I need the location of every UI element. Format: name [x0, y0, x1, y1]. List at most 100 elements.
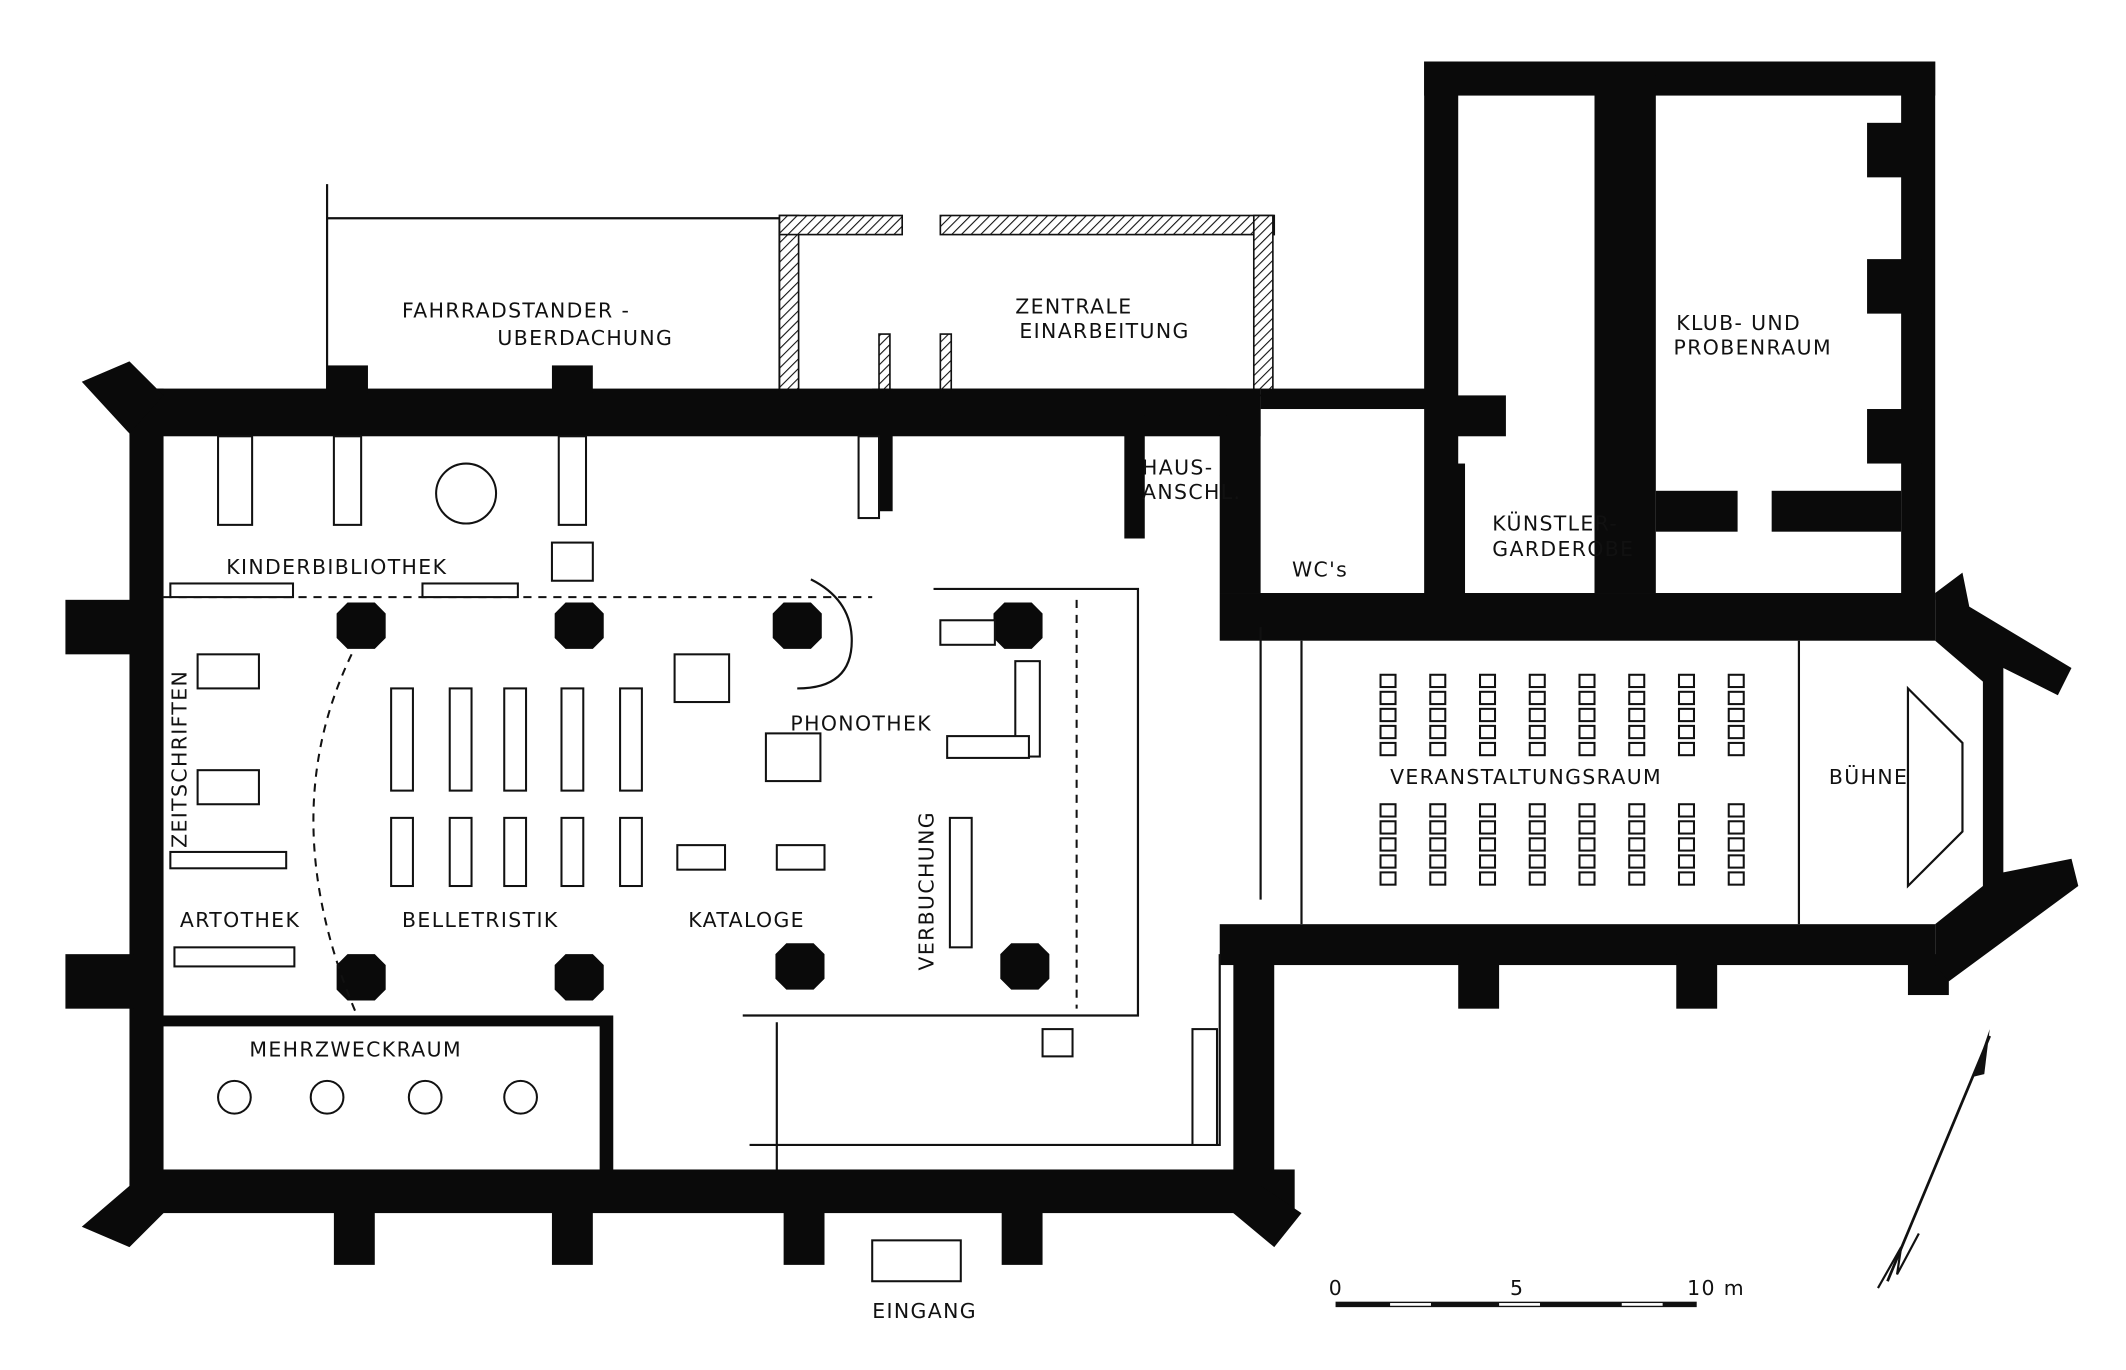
seat [1727, 690, 1745, 706]
seat [1628, 837, 1646, 852]
seat [1528, 707, 1546, 723]
seat [1429, 673, 1447, 689]
seat [1578, 803, 1596, 818]
seat [1429, 707, 1447, 723]
seat [1379, 724, 1397, 740]
seat [1429, 871, 1447, 886]
scale-label-10: 10 m [1687, 1276, 1745, 1300]
seat [1578, 690, 1596, 706]
scale-label-5: 5 [1510, 1276, 1524, 1300]
seat [1628, 673, 1646, 689]
seat [1379, 803, 1397, 818]
label-kuenstler-1: KÜNSTLER- [1492, 510, 1618, 535]
seat [1429, 690, 1447, 706]
seat [1677, 820, 1696, 835]
seat [1479, 803, 1497, 818]
seat [1727, 707, 1745, 723]
seat [1677, 871, 1696, 886]
seat [1379, 707, 1397, 723]
seat [1727, 741, 1745, 757]
label-zeitschriften: ZEITSCHRIFTEN [168, 670, 192, 848]
label-klub-1: KLUB- UND [1676, 311, 1801, 335]
seat [1379, 673, 1397, 689]
seat [1479, 871, 1497, 886]
room-labels: FAHRRADSTANDER - UBERDACHUNG ZENTRALE EI… [168, 295, 1908, 1323]
seat [1578, 724, 1596, 740]
label-phonothek: PHONOTHEK [790, 712, 932, 736]
label-mehrzweckraum: MEHRZWECKRAUM [249, 1037, 462, 1061]
event-hall-walls [1219, 572, 2079, 1009]
label-haus-2: ANSCHL. [1142, 480, 1241, 504]
seat [1677, 690, 1696, 706]
seat [1528, 724, 1546, 740]
seat [1379, 741, 1397, 757]
bookshelves [169, 435, 1219, 1283]
seat [1379, 854, 1397, 869]
seat [1578, 741, 1596, 757]
seat [1528, 690, 1546, 706]
seat [1628, 803, 1646, 818]
seat [1528, 673, 1546, 689]
seat [1479, 837, 1497, 852]
label-kuenstler-2: GARDEROBE [1492, 537, 1634, 561]
seat [1528, 741, 1546, 757]
label-buehne: BÜHNE [1829, 764, 1908, 789]
seat [1677, 741, 1696, 757]
seat [1628, 820, 1646, 835]
seat [1628, 707, 1646, 723]
seat [1479, 854, 1497, 869]
seat [1479, 820, 1497, 835]
seat [1528, 837, 1546, 852]
label-artothek: ARTOTHEK [180, 908, 300, 932]
seat [1479, 741, 1497, 757]
seat [1628, 690, 1646, 706]
seat [1727, 820, 1745, 835]
label-fahrrad-2: UBERDACHUNG [497, 326, 673, 350]
scale-label-0: 0 [1329, 1276, 1343, 1300]
label-eingang: EINGANG [872, 1299, 977, 1323]
label-haus-1: HAUS- [1142, 455, 1213, 479]
seat [1727, 837, 1745, 852]
seat [1379, 871, 1397, 886]
seat [1429, 837, 1447, 852]
seat [1479, 673, 1497, 689]
seat [1479, 707, 1497, 723]
seat [1578, 820, 1596, 835]
seat [1479, 690, 1497, 706]
label-kataloge: KATALOGE [688, 908, 805, 932]
seat [1379, 820, 1397, 835]
north-arrow-icon [1877, 1029, 1991, 1289]
seating [1379, 673, 1745, 886]
seat [1677, 673, 1696, 689]
seat [1677, 837, 1696, 852]
seat [1528, 820, 1546, 835]
zentrale-walls [778, 214, 1276, 397]
seat [1528, 871, 1546, 886]
seat [1379, 837, 1397, 852]
seat [1429, 854, 1447, 869]
seat [1677, 724, 1696, 740]
seat [1578, 837, 1596, 852]
seat [1628, 871, 1646, 886]
columns [336, 602, 1050, 1001]
seat [1677, 854, 1696, 869]
seat [1628, 854, 1646, 869]
tables [217, 1079, 538, 1115]
seat [1578, 707, 1596, 723]
seat [1677, 803, 1696, 818]
seat [1479, 724, 1497, 740]
seat [1528, 803, 1546, 818]
seat [1628, 724, 1646, 740]
seat [1578, 871, 1596, 886]
seat [1528, 854, 1546, 869]
seat [1727, 803, 1745, 818]
seat [1677, 707, 1696, 723]
label-zentrale-2: EINARBEITUNG [1019, 319, 1189, 343]
label-veranstaltungsraum: VERANSTALTUNGSRAUM [1390, 765, 1662, 789]
label-klub-2: PROBENRAUM [1674, 336, 1832, 360]
label-fahrrad-1: FAHRRADSTANDER - [402, 299, 630, 323]
scale-bar: 0 5 10 m [1329, 1276, 1745, 1308]
interior-lines [163, 578, 1801, 1170]
seat [1727, 673, 1745, 689]
seat [1727, 871, 1745, 886]
